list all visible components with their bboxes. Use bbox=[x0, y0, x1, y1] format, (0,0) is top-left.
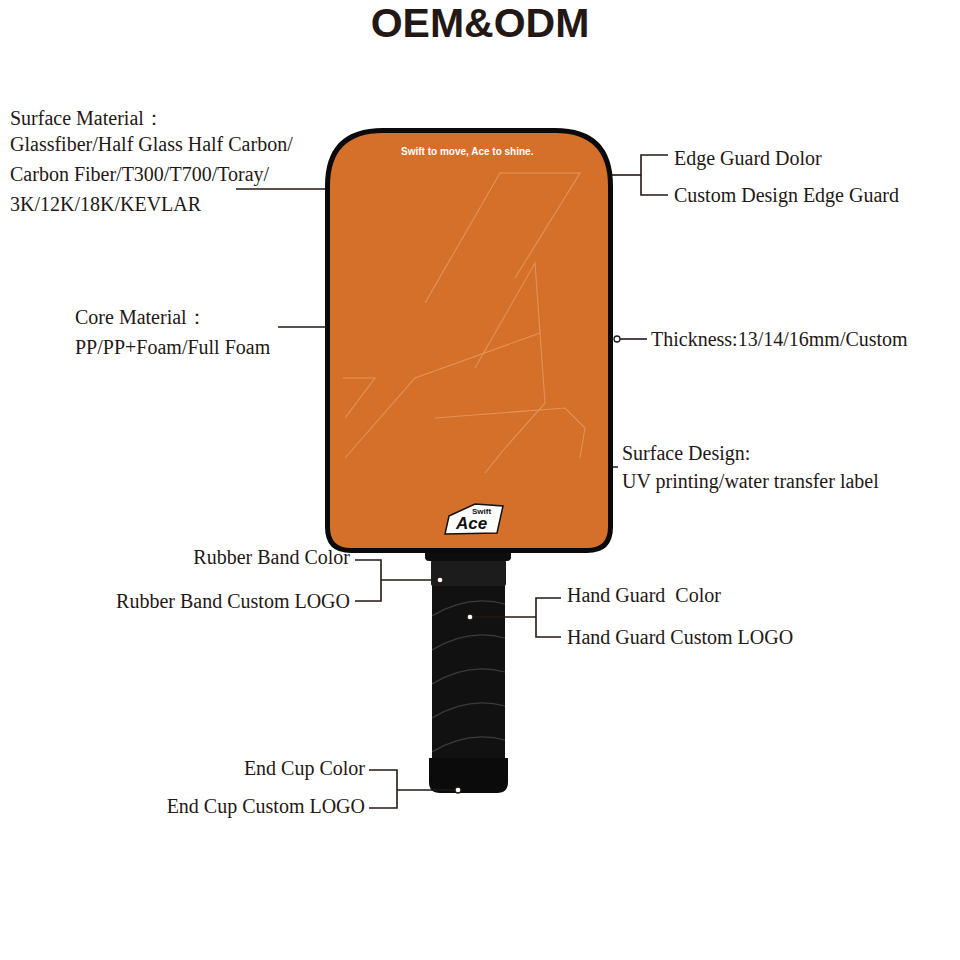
paddle-face: Swift to move, Ace to shine.SwiftAce bbox=[325, 128, 613, 553]
callout-label-box: Rubber Band Custom LOGO bbox=[116, 586, 350, 616]
callout-label-box: End Cup Color bbox=[244, 753, 365, 783]
callout-label: Surface Design: bbox=[622, 442, 750, 464]
callout-label: Hand Guard Color bbox=[567, 584, 721, 606]
logo-text: Ace bbox=[456, 514, 487, 533]
rubber-band bbox=[431, 560, 506, 586]
thickness-leader bbox=[620, 338, 647, 340]
callout-label: Thickness:13/14/16mm/Custom bbox=[651, 328, 908, 350]
callout-label-box: Hand Guard Custom LOGO bbox=[567, 622, 793, 652]
callout-label: Custom Design Edge Guard bbox=[674, 184, 899, 206]
title: OEM&ODM bbox=[371, 0, 590, 46]
callout-label-box: Glassfiber/Half Glass Half Carbon/ Carbo… bbox=[10, 129, 355, 219]
paddle-text-box: Ace bbox=[456, 514, 487, 533]
callout-label: End Cup Custom LOGO bbox=[167, 795, 365, 817]
callout-label: PP/PP+Foam/Full Foam bbox=[75, 336, 270, 358]
logo-patch bbox=[445, 504, 503, 534]
end-cup bbox=[429, 758, 508, 793]
callout-label-box: Rubber Band Color bbox=[193, 542, 350, 572]
callout-label: Rubber Band Custom LOGO bbox=[116, 590, 350, 612]
callout-label-box: UV printing/water transfer label bbox=[622, 466, 879, 496]
grip-wrap bbox=[432, 585, 505, 760]
callout-label-box: Surface Material： bbox=[10, 103, 164, 133]
callout-label-box: Hand Guard Color bbox=[567, 580, 721, 610]
callout-label-box: End Cup Custom LOGO bbox=[167, 791, 365, 821]
arrow-graphic bbox=[343, 173, 585, 473]
callout-label-box: Edge Guard Dolor bbox=[674, 143, 822, 173]
callout-label: End Cup Color bbox=[244, 757, 365, 779]
slogan: Swift to move, Ace to shine. bbox=[401, 146, 533, 157]
callout-label: UV printing/water transfer label bbox=[622, 470, 879, 492]
callout-label: Core Material： bbox=[75, 306, 207, 328]
callout-label-box: Custom Design Edge Guard bbox=[674, 180, 899, 210]
leader-line bbox=[620, 338, 647, 340]
callout-label: Rubber Band Color bbox=[193, 546, 350, 568]
paddle-face-outline bbox=[325, 128, 613, 553]
callout-label-box: PP/PP+Foam/Full Foam bbox=[75, 332, 270, 362]
paddle-text-box: Swift to move, Ace to shine. bbox=[401, 146, 533, 158]
callout-label: Hand Guard Custom LOGO bbox=[567, 626, 793, 648]
handle-grip bbox=[432, 575, 505, 775]
callout-label: Glassfiber/Half Glass Half Carbon/ Carbo… bbox=[10, 133, 298, 215]
callout-label: Surface Material： bbox=[10, 107, 164, 129]
title-box: OEM&ODM bbox=[0, 0, 960, 46]
callout-label: Edge Guard Dolor bbox=[674, 147, 822, 169]
callout-label-box: Thickness:13/14/16mm/Custom bbox=[651, 324, 908, 354]
callout-label-box: Surface Design: bbox=[622, 438, 750, 468]
callout-label-box: Core Material： bbox=[75, 302, 207, 332]
